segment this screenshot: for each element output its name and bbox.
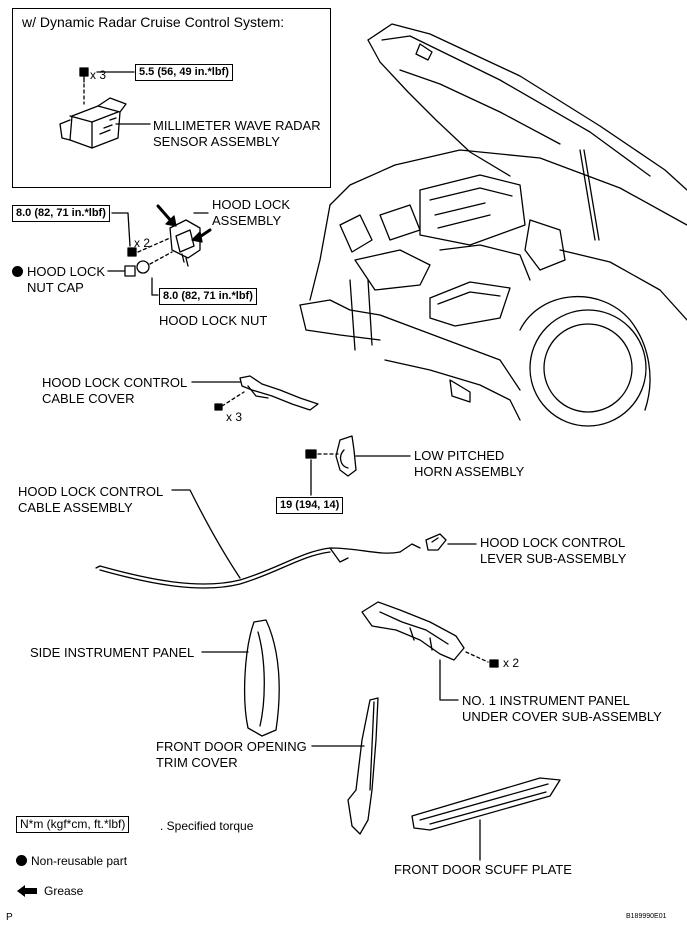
- nut-cap-label-line2: NUT CAP: [27, 280, 84, 295]
- grease-arrow-2-head: [191, 231, 203, 243]
- radar-torque-box: 5.5 (56, 49 in.*lbf): [135, 64, 233, 81]
- lever-label-line2: LEVER SUB-ASSEMBLY: [480, 551, 627, 566]
- under-cover-leader: [439, 659, 459, 701]
- hood-lock-drawing: [169, 219, 201, 267]
- horn-label-line1: LOW PITCHED: [414, 448, 505, 463]
- hood-lock-nut-label: HOOD LOCK NUT: [159, 313, 268, 328]
- side-panel-drawing: [243, 619, 280, 737]
- legend-nonreusable: Non-reusable part: [16, 853, 127, 869]
- cable-assembly-drawing: [95, 543, 421, 589]
- horn-label-line2: HORN ASSEMBLY: [414, 464, 525, 479]
- grease-arrow-1-head: [165, 215, 177, 227]
- horn-drawing: [335, 435, 357, 477]
- cable-cover-clip: [214, 403, 223, 411]
- under-cover-drawing: [361, 601, 465, 661]
- hood-lock-nut-drawing: [136, 260, 150, 274]
- cable-cover-label-line1: HOOD LOCK CONTROL: [42, 375, 188, 390]
- hood-lock-torque-leader: [111, 212, 131, 247]
- hood-lock-bolt-qty: x 2: [134, 236, 151, 250]
- lever-label-line1: HOOD LOCK CONTROL: [480, 535, 626, 550]
- non-reusable-marker: [12, 266, 23, 277]
- door-trim-drawing: [347, 697, 379, 835]
- radar-label-line2: SENSOR ASSEMBLY: [153, 134, 280, 149]
- radar-bolt-drawing: [79, 67, 89, 83]
- under-cover-clip-qty: x 2: [503, 656, 520, 670]
- hood-lock-nut-torque-box: 8.0 (82, 71 in.*lbf): [159, 288, 257, 305]
- scuff-plate-label: FRONT DOOR SCUFF PLATE: [394, 862, 572, 877]
- vehicle-drawing: [299, 23, 687, 427]
- hood-lock-torque-box: 8.0 (82, 71 in.*lbf): [12, 205, 110, 222]
- cable-cover-drawing: [239, 375, 319, 411]
- lever-drawing: [425, 533, 447, 551]
- hood-lock-label-line1: HOOD LOCK: [212, 197, 291, 212]
- nut-cap-drawing: [124, 265, 136, 277]
- under-cover-label-line2: UNDER COVER SUB-ASSEMBLY: [462, 709, 662, 724]
- under-cover-label-line1: NO. 1 INSTRUMENT PANEL: [462, 693, 630, 708]
- footer-left: P: [6, 912, 13, 923]
- footer-figure-code: B189990E01: [626, 913, 667, 920]
- side-panel-label: SIDE INSTRUMENT PANEL: [30, 645, 195, 660]
- grease-arrow-icon: [17, 885, 37, 897]
- cable-assembly-label-line1: HOOD LOCK CONTROL: [18, 484, 164, 499]
- cable-assembly-label-line2: CABLE ASSEMBLY: [18, 500, 133, 515]
- horn-torque-box: 19 (194, 14): [276, 497, 344, 514]
- door-trim-label-line2: TRIM COVER: [156, 755, 238, 770]
- door-trim-label-line1: FRONT DOOR OPENING: [156, 739, 307, 754]
- radar-inset-box: [12, 8, 331, 188]
- inset-title: w/ Dynamic Radar Cruise Control System:: [22, 14, 285, 30]
- cable-cover-label-line2: CABLE COVER: [42, 391, 135, 406]
- cable-cover-clip-qty: x 3: [226, 410, 243, 424]
- horn-bolt: [305, 449, 317, 459]
- scuff-plate-drawing: [411, 777, 561, 831]
- hood-lock-nut-torque-leader: [151, 277, 159, 296]
- legend-torque-text: . Specified torque: [160, 819, 254, 833]
- radar-sensor-drawing: [59, 83, 127, 149]
- under-cover-clip: [489, 659, 499, 668]
- radar-label-line1: MILLIMETER WAVE RADAR: [153, 118, 321, 133]
- nut-cap-label-line1: HOOD LOCK: [12, 264, 105, 280]
- legend-dot-icon: [16, 855, 27, 866]
- legend-grease-text: Grease: [44, 884, 84, 898]
- legend-torque-box: N*m (kgf*cm, ft.*lbf): [16, 816, 130, 833]
- hood-lock-label-line2: ASSEMBLY: [212, 213, 282, 228]
- hood-lock-bolt: [127, 247, 137, 257]
- grease-arrow-1-shaft: [156, 204, 174, 224]
- cable-assembly-leader: [171, 489, 241, 579]
- radar-bolt-qty: x 3: [90, 68, 107, 82]
- nut-cap-label-text: HOOD LOCK: [27, 264, 106, 279]
- legend-nonreusable-text: Non-reusable part: [31, 854, 128, 868]
